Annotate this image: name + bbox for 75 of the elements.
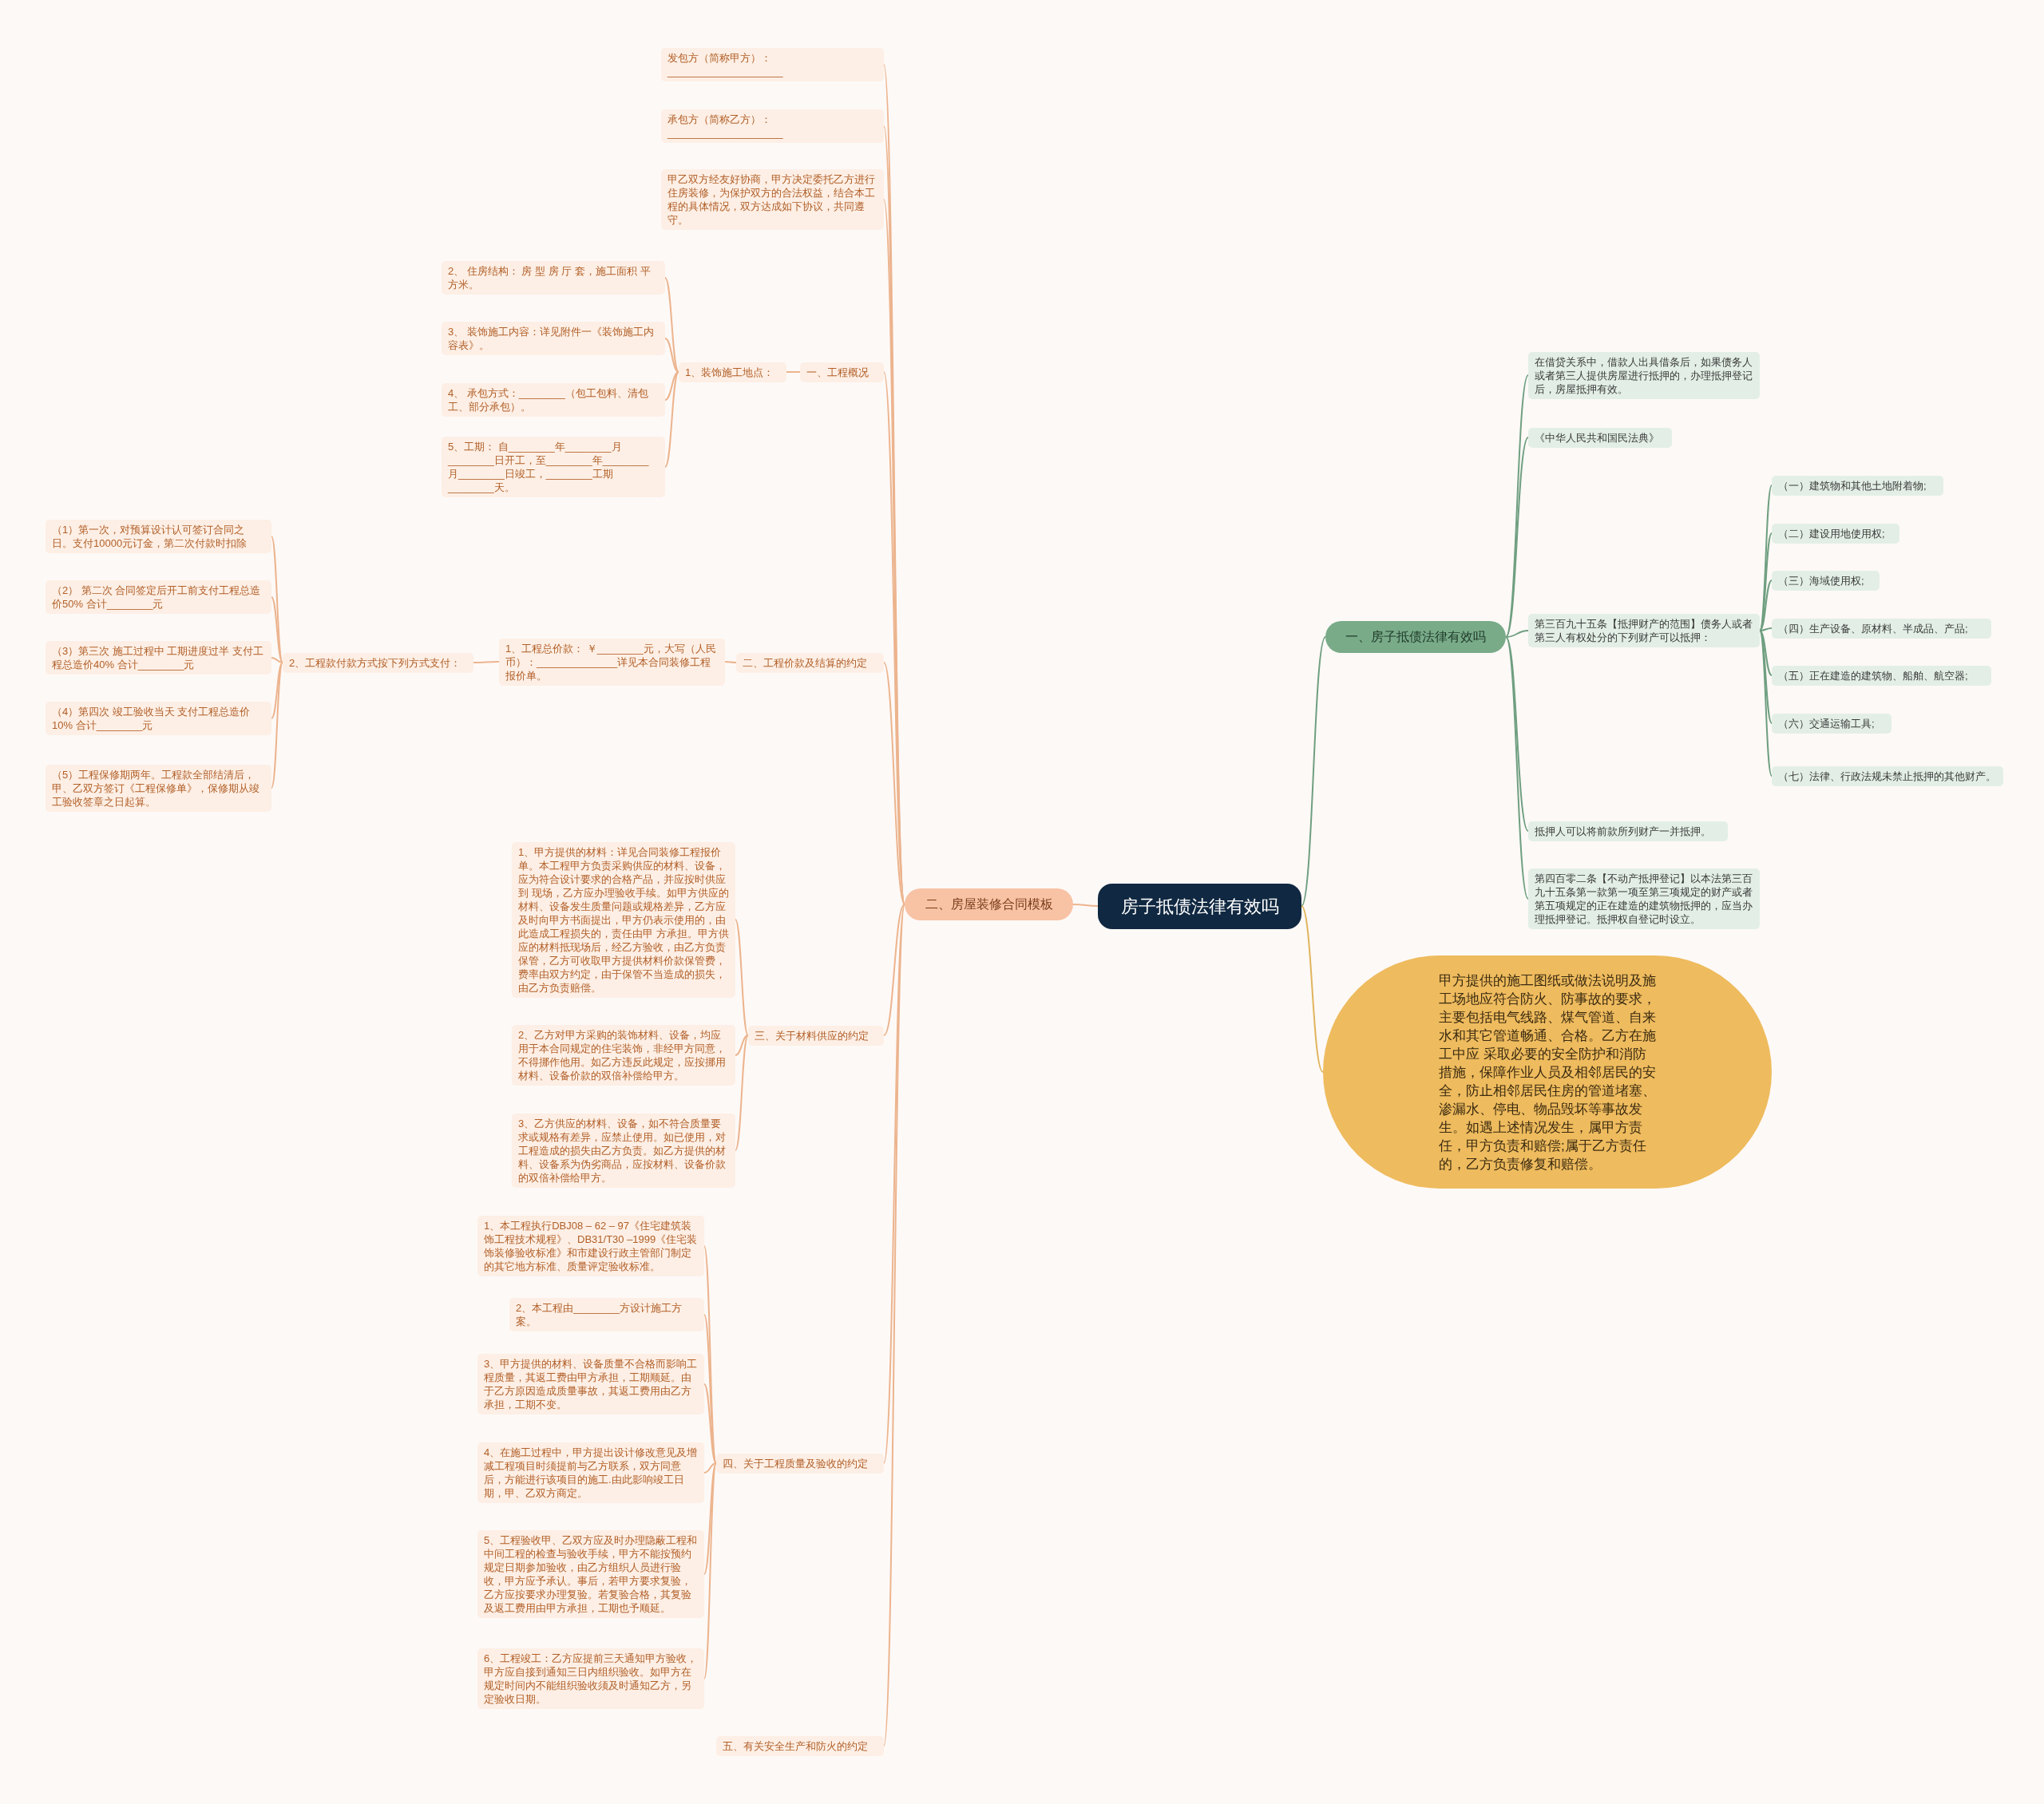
- topic-box: （1）第一次，对预算设计认可签订合同之日。支付10000元订金，第二次付款时扣除: [46, 520, 271, 553]
- topic-box: （六）交通运输工具;: [1772, 713, 1891, 734]
- connector-line: [271, 536, 283, 663]
- topic-box: 2、工程款付款方式按下列方式支付：: [283, 652, 473, 673]
- connector-line: [664, 371, 679, 468]
- connector-line: [883, 904, 905, 1464]
- topic-box: 2、本工程由________方设计施工方案。: [509, 1298, 704, 1331]
- topic-box: 3、 装饰施工内容：详见附件一《装饰施工内容表》。: [442, 322, 665, 355]
- connector-line: [883, 904, 905, 1036]
- topic-box: （一）建筑物和其他土地附着物;: [1772, 475, 1943, 496]
- topic-box: 五、有关安全生产和防火的约定: [716, 1735, 884, 1756]
- topic-box: （五）正在建造的建筑物、船舶、航空器;: [1772, 665, 1991, 686]
- topic-box: （四）生产设备、原材料、半成品、产品;: [1772, 618, 1991, 639]
- topic-box: （3）第三次 施工过程中 工期进度过半 支付工程总造价40% 合计________元: [46, 641, 271, 675]
- topic-box: 甲乙双方经友好协商，甲方决定委托乙方进行住房装修，为保护双方的合法权益，结合本工程的具体情况，双方达成如下协议，共同遵守。: [661, 169, 884, 230]
- topic-box: （七）法律、行政法规未禁止抵押的其他财产。: [1772, 766, 2003, 786]
- connector-line: [1505, 437, 1529, 638]
- topic-box: （4）第四次 竣工验收当天 支付工程总造价10% 合计________元: [46, 702, 271, 735]
- connector-line: [724, 661, 737, 663]
- topic-box: 5、工期： 自________年________月________日开工，至________年________月________日竣工，________工期________天。: [442, 437, 665, 497]
- topic-box: 《中华人民共和国民法典》: [1528, 427, 1672, 448]
- topic-box: 1、装饰施工地点：: [679, 362, 786, 382]
- connector-line: [271, 662, 283, 789]
- topic-box: 3、甲方提供的材料、设备质量不合格而影响工程质量，其返工费由甲方承担，工期顺延。由于乙方原因造成质量事故，其返工费用由乙方承担，工期不变。: [477, 1354, 704, 1414]
- branch-topic: 二、房屋装修合同模板: [905, 888, 1073, 920]
- connector-line: [664, 277, 679, 373]
- connector-line: [1505, 630, 1529, 638]
- connector-line: [1505, 636, 1529, 900]
- topic-box: 第三百九十五条【抵押财产的范围】债务人或者第三人有权处分的下列财产可以抵押：: [1528, 614, 1760, 647]
- connector-line: [1759, 627, 1773, 631]
- connector-line: [786, 371, 801, 373]
- connector-line: [1759, 580, 1773, 631]
- topic-box: 4、在施工过程中，甲方提出设计修改意见及增减工程项目时须提前与乙方联系，双方同意后，方能进行该项目的施工.由此影响竣工日期，甲、乙双方商定。: [477, 1442, 704, 1503]
- topic-box: 二、工程价款及结算的约定: [736, 652, 884, 673]
- topic-box: （5）工程保修期两年。工程款全部结清后，甲、乙双方签订《工程保修单》，保修期从竣工验收签章之日起算。: [46, 764, 271, 812]
- topic-box: 抵押人可以将前款所列财产一并抵押。: [1528, 821, 1728, 841]
- topic-box: 3、乙方供应的材料、设备，如不符合质量要求或规格有差异，应禁止使用。如已使用，对工程造成的损失由乙方负责。如乙方提供的材料、设备系为伪劣商品，应按材料、设备价款的双倍补偿给甲方。: [512, 1113, 735, 1188]
- topic-box: 第四百零二条【不动产抵押登记】以本法第三百九十五条第一款第一项至第三项规定的财产或者第五项规定的正在建造的建筑物抵押的，应当办理抵押登记。抵押权自登记时设立。: [1528, 868, 1760, 929]
- connector-line: [703, 1462, 717, 1474]
- connector-line: [1072, 904, 1099, 907]
- connector-line: [271, 596, 283, 663]
- central-topic: 房子抵债法律有效吗: [1098, 883, 1301, 929]
- connector-line: [1301, 905, 1324, 1073]
- topic-box: 1、工程总价款： ￥________元，大写（人民币）：______________详见本合同装修工程报价单。: [499, 638, 725, 686]
- connector-line: [735, 1035, 749, 1151]
- connector-line: [735, 919, 749, 1036]
- connector-line: [883, 662, 905, 905]
- connector-line: [703, 1383, 717, 1464]
- topic-box: 4、 承包方式：________（包工包料、清包工、部分承包）。: [442, 383, 665, 417]
- connector-line: [735, 1035, 749, 1056]
- connector-line: [1505, 636, 1529, 832]
- connector-line: [883, 904, 905, 1747]
- connector-line: [473, 661, 500, 663]
- topic-box: （2） 第二次 合同签定后开工前支付工程总造价50% 合计________元: [46, 580, 271, 614]
- topic-box: 一、工程概况: [800, 362, 884, 382]
- connector-line: [1759, 630, 1773, 676]
- topic-box: 三、关于材料供应的约定: [748, 1025, 884, 1046]
- topic-box: 1、甲方提供的材料：详见合同装修工程报价单。本工程甲方负责采购供应的材料、设备，应为符合设计要求的合格产品，并应按时供应到 现场，乙方应办理验收手续。如甲方供应的材料、设备发生质量问题或规格差异，乙方应及时向甲方书面提出，甲方仍表示使用的，由此造成工程损失的，责任由甲 方承担。甲方供应的材料抵现场后，经乙方验收，由乙方负责保管，乙方可收取甲方提供材料价款保管费，费率由双方约定，由于保管不当造成的损失，由乙方负责赔偿。: [512, 841, 735, 998]
- branch-topic: 一、房子抵债法律有效吗: [1325, 621, 1506, 653]
- topic-box: 承包方（简称乙方）：____________________: [661, 109, 884, 143]
- connector-line: [271, 662, 283, 719]
- connector-line: [664, 338, 679, 373]
- topic-box: 5、工程验收甲、乙双方应及时办理隐蔽工程和中间工程的检查与验收手续，甲方不能按预约规定日期参加验收，由乙方组织人员进行验收，甲方应予承认。事后，若甲方要求复验，乙方应按要求办理复验。若复验合格，其复验及返工费用由甲方承担，工期也予顺延。: [477, 1530, 704, 1618]
- topic-box: 1、本工程执行DBJ08 – 62 – 97《住宅建筑装饰工程技术规程》、DB31/T30 –1999《住宅装饰装修验收标准》和市建设行政主管部门制定的其它地方标准、质量评定验收标准。: [477, 1216, 704, 1276]
- topic-box: 6、工程竣工：乙方应提前三天通知甲方验收，甲方应自接到通知三日内组织验收。如甲方在规定时间内不能组织验收须及时通知乙方，另定验收日期。: [477, 1648, 704, 1709]
- topic-box: 发包方（简称甲方）：____________________: [661, 48, 884, 81]
- topic-box: （三）海域使用权;: [1772, 570, 1880, 591]
- topic-box: （二）建设用地使用权;: [1772, 523, 1899, 544]
- connector-line: [703, 1462, 717, 1575]
- connector-line: [664, 371, 679, 401]
- topic-box: 2、乙方对甲方采购的装饰材料、设备，均应用于本合同规定的住宅装饰，非经甲方同意，不得挪作他用。如乙方违反此规定，应按挪用材料、设备价款的双倍补偿给甲方。: [512, 1025, 735, 1086]
- connector-line: [1301, 636, 1326, 907]
- topic-box: 在借贷关系中，借款人出具借条后，如果债务人或者第三人提供房屋进行抵押的，办理抵押登记后，房屋抵押有效。: [1528, 351, 1760, 399]
- topic-box: 四、关于工程质量及验收的约定: [716, 1453, 884, 1474]
- topic-box: 2、 住房结构： 房 型 房 厅 套，施工面积 平方米。: [442, 261, 665, 295]
